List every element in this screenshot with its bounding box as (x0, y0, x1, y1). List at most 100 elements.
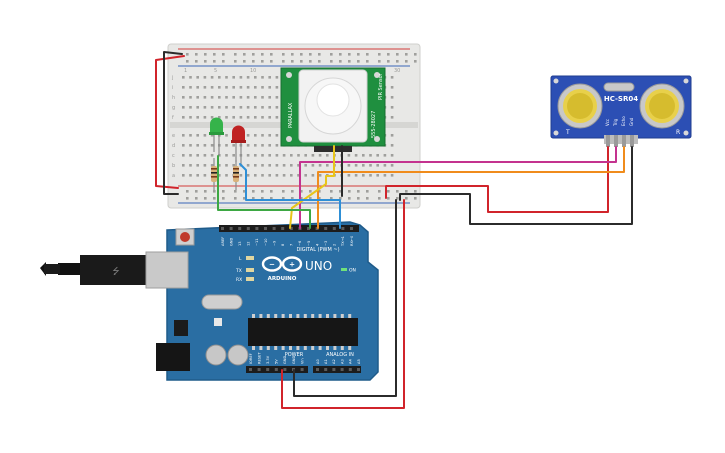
breadboard-hole (203, 134, 207, 137)
header-hole (332, 227, 336, 230)
breadboard-hole (210, 144, 214, 147)
chip-pin (318, 314, 322, 318)
rail-hole (378, 60, 381, 63)
chip-pin (340, 314, 344, 318)
wire-pir-out[interactable] (289, 145, 335, 229)
breadboard-hole (347, 174, 351, 177)
hcsr04-pin[interactable] (606, 135, 610, 147)
header-hole (249, 368, 252, 371)
pin-label: 12 (247, 241, 251, 246)
hcsr04-corner-label: T (565, 129, 570, 136)
header-hole (246, 227, 250, 230)
hcsr04-mount-hole (683, 130, 689, 136)
wire-led-green[interactable] (217, 155, 311, 229)
digital-header (219, 225, 359, 232)
wire-led-red[interactable] (239, 163, 341, 229)
breadboard-hole (275, 154, 279, 157)
pin-label: GND (283, 356, 287, 364)
resistor-1[interactable] (211, 158, 217, 190)
breadboard-hole (318, 174, 322, 177)
transducer-center (649, 93, 675, 119)
wire-hcsr04-gnd[interactable] (399, 146, 633, 225)
breadboard-hole (239, 116, 243, 119)
pin-label: 5V (275, 359, 279, 364)
chip-pin (274, 346, 278, 350)
breadboard-hole (311, 154, 315, 157)
breadboard-hole (225, 96, 228, 99)
row-letter: j (171, 75, 173, 81)
breadboard-hole (225, 76, 228, 79)
breadboard-hole (182, 144, 185, 147)
chip-pin (281, 346, 285, 350)
rail-hole (243, 190, 246, 193)
chip-pin (296, 314, 300, 318)
arduino-uno[interactable]: ⭍ L TX RX − + ARDUINO UNO ON (40, 221, 379, 381)
breadboard-hole (354, 164, 358, 167)
resistor-body (211, 166, 217, 182)
rail-hole (243, 53, 246, 56)
header-hole (350, 227, 353, 230)
hcsr04-pin[interactable] (614, 135, 618, 147)
rail-hole (396, 53, 399, 56)
rail-hole (213, 190, 216, 193)
pir-top-label: PIR Sensor (378, 72, 384, 100)
pin-label: ~6 (298, 240, 302, 246)
breadboard-hole (254, 106, 257, 109)
hcsr04-pin[interactable] (622, 135, 626, 147)
header-hole (307, 227, 310, 230)
wire-rail-red-left[interactable] (155, 55, 185, 189)
breadboard-hole (203, 164, 207, 167)
led-red[interactable] (231, 125, 246, 166)
breadboard-hole (218, 174, 221, 177)
breadboard-hole (311, 164, 315, 167)
wire-gnd[interactable] (293, 199, 397, 397)
breadboard-hole (268, 144, 271, 147)
resistor-2[interactable] (233, 160, 239, 190)
rail-hole (387, 60, 390, 63)
breadboard-hole (189, 106, 192, 109)
wire-rail-black-left[interactable] (163, 51, 183, 195)
wires[interactable] (155, 51, 633, 409)
onboard-led-l (246, 256, 254, 260)
rail-hole (309, 190, 312, 193)
breadboard-hole (225, 154, 228, 157)
breadboard-hole (261, 134, 264, 137)
chip-pin (296, 346, 300, 350)
breadboard-hole (232, 144, 235, 147)
row-letter: h (172, 95, 175, 101)
wire-5v[interactable] (281, 199, 405, 409)
onboard-led-tx (246, 268, 254, 272)
breadboard-hole (254, 76, 257, 79)
header-hole (266, 368, 270, 371)
header-hole (300, 368, 304, 371)
logo-minus-icon: − (269, 261, 275, 269)
wire-hcsr04-trig[interactable] (299, 146, 617, 229)
rail-hole (270, 197, 273, 200)
breadboard-hole (232, 106, 235, 109)
breadboard-hole (203, 86, 207, 89)
pir-sensor[interactable]: PARALLAX 555-28027 PIR Sensor (280, 67, 386, 152)
reset-button-cap[interactable] (180, 232, 190, 242)
breadboard-hole (196, 134, 199, 137)
crystal-oscillator (603, 82, 635, 92)
usb-icon: ⭍ (112, 266, 120, 277)
breadboard-hole (369, 174, 372, 177)
rail-hole (339, 53, 342, 56)
rail-hole (252, 53, 255, 56)
breadboard-hole (369, 164, 372, 167)
led-rim (209, 132, 224, 135)
breadboard-hole (268, 134, 271, 137)
wire-hcsr04-vcc[interactable] (385, 146, 609, 213)
header-hole (348, 368, 352, 371)
header-hole (340, 368, 344, 371)
breadboard-hole (182, 76, 185, 79)
ultrasonic-sensor[interactable]: HC-SR04 T R Vcc Trig Echo Gnd (550, 75, 692, 147)
breadboard-hole (225, 144, 228, 147)
rail-hole (357, 53, 360, 56)
led-green[interactable] (209, 117, 224, 157)
hcsr04-pin[interactable] (630, 135, 634, 147)
breadboard-hole (275, 96, 279, 99)
header-hole (357, 368, 360, 371)
rail-hole (339, 190, 342, 193)
rail-hole (318, 190, 321, 193)
